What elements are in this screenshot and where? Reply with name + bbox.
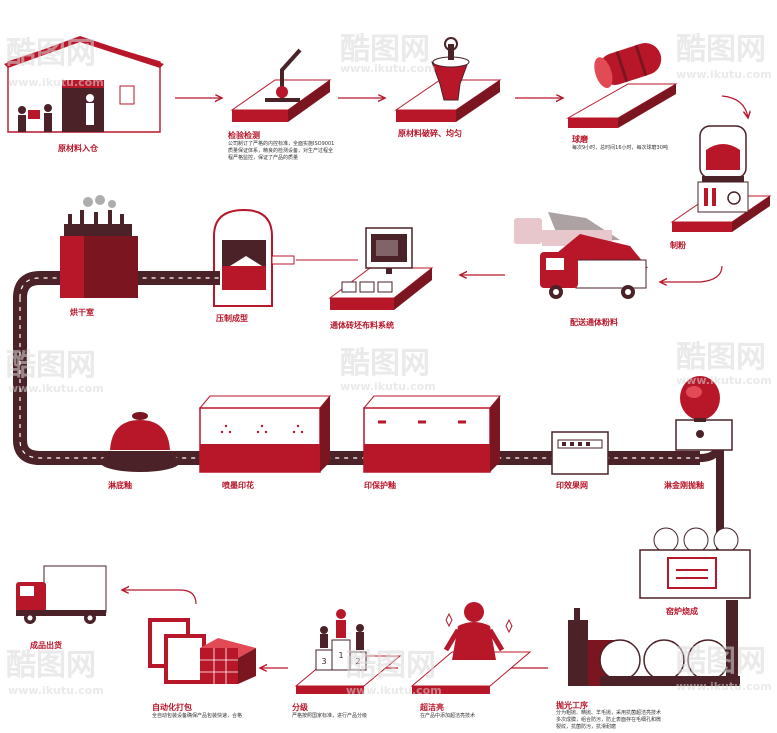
step-label-protect-glaze: 印保护釉	[364, 481, 396, 490]
warehouse-illustration	[4, 36, 164, 133]
desc-line: 每次9小时，总时间16小时，每次球磨30吨	[572, 145, 668, 151]
watermark-url: www.ikutu.com	[676, 374, 772, 387]
arrow	[660, 265, 723, 282]
step-label-kiln: 窑炉烧成	[666, 607, 698, 616]
step-label-inspect: 检验检测	[228, 131, 260, 140]
watermark-brand: 酷图网	[6, 648, 96, 683]
step-label-grade: 分级	[292, 703, 308, 712]
step-desc-superclean: 在产品中添加超洁亮技术	[420, 713, 475, 720]
watermark-brand: 酷图网	[6, 348, 96, 383]
polishing-factory-illustration	[568, 600, 740, 686]
kiln-illustration	[639, 527, 751, 599]
watermark-url: www.ikutu.com	[676, 680, 772, 693]
step-label-diamond-glaze: 淋金刚抛釉	[664, 481, 704, 490]
watermark-brand: 酷图网	[6, 36, 96, 71]
step-label-raw-in: 原材料入仓	[58, 144, 98, 153]
watermark-brand: 酷图网	[346, 648, 436, 683]
watermark-brand: 酷图网	[340, 32, 430, 67]
watermark-brand: 酷图网	[676, 644, 766, 679]
delivery-trucks-illustration	[514, 212, 648, 299]
podium-first-number: 1	[338, 651, 343, 660]
protect-glaze-illustration	[362, 395, 502, 473]
watermark-url: www.ikutu.com	[346, 684, 442, 697]
step-label-polish: 抛光工序	[556, 701, 588, 710]
step-label-deliver: 配送通体粉料	[570, 318, 618, 327]
step-label-dry: 烘干室	[70, 308, 94, 317]
watermark-url: www.ikutu.com	[676, 68, 772, 81]
press-machine-illustration	[213, 208, 295, 307]
base-glaze-illustration	[100, 412, 180, 472]
step-label-inkjet: 喷墨印花	[222, 481, 254, 490]
distribution-system-illustration	[328, 227, 434, 310]
desc-line: 程严格监控，保证了产品的质量	[228, 155, 299, 161]
grading-podium-illustration	[294, 609, 402, 694]
desc-line: 裂纹，抗菌防污，抗滑耐磨	[556, 724, 617, 730]
watermark-url: www.ikutu.com	[8, 684, 104, 697]
desc-line: 多次成膜，组合防污，防止表面存在毛细孔和微	[556, 717, 662, 723]
drying-room-illustration	[60, 195, 138, 298]
superclean-figure-illustration	[410, 602, 532, 694]
podium-third-number: 3	[321, 657, 326, 666]
step-desc-polish: 分为粗抛、精抛、羊毛抛，采用抗菌超洁亮技术 多次成膜，组合防污，防止表面存在毛细…	[556, 710, 661, 731]
step-label-superclean: 超洁亮	[420, 703, 444, 712]
step-label-pack: 自动化打包	[152, 703, 192, 712]
shipping-truck-illustration	[16, 565, 107, 624]
effect-screen-illustration	[551, 431, 609, 475]
watermark-brand: 酷图网	[676, 32, 766, 67]
step-label-powder: 制粉	[670, 241, 686, 250]
step-label-press: 压制成型	[216, 314, 248, 323]
step-label-base-glaze: 淋底釉	[108, 481, 132, 490]
watermark-url: www.ikutu.com	[340, 380, 436, 393]
crusher-illustration	[394, 37, 502, 122]
podium-second-number: 2	[355, 657, 360, 666]
arrow	[721, 95, 748, 118]
desc-line: 严格按照国家标准，进行产品分级	[292, 713, 368, 719]
packaging-illustration	[148, 618, 256, 684]
step-desc-pack: 全自动包装设备确保产品包装快速，合格	[152, 713, 242, 720]
step-label-effect-screen: 印效果网	[556, 481, 588, 490]
desc-line: 全自动包装设备确保产品包装快速，合格	[152, 713, 243, 719]
step-label-ship: 成品出货	[30, 641, 62, 650]
diamond-glaze-illustration	[675, 376, 733, 451]
step-desc-grade: 严格按照国家标准，进行产品分级	[292, 713, 367, 720]
step-label-crush: 原材料破碎、均匀	[398, 129, 462, 138]
inkjet-printer-illustration	[198, 395, 332, 473]
watermark-url: www.ikutu.com	[8, 76, 104, 89]
desc-line: 分为粗抛、精抛、羊毛抛，采用抗菌超洁亮技术	[556, 710, 662, 716]
desc-line: 公司制订了严格的内控标准，全面实施ISO9001	[228, 141, 335, 147]
arrow	[122, 590, 197, 605]
step-desc-inspect: 公司制订了严格的内控标准，全面实施ISO9001 质量保证体系，精良的检测设备，…	[228, 141, 334, 162]
step-desc-ballmill: 每次9小时，总时间16小时，每次球磨30吨	[572, 145, 668, 152]
watermark-url: www.ikutu.com	[340, 62, 436, 75]
watermark-url: www.ikutu.com	[8, 382, 104, 395]
ballmill-illustration	[566, 43, 678, 128]
desc-line: 质量保证体系，精良的检测设备，对生产过程全	[228, 148, 334, 154]
watermark-brand: 酷图网	[340, 346, 430, 381]
powder-machine-illustration	[670, 125, 772, 232]
watermark-brand: 酷图网	[676, 340, 766, 375]
step-label-ballmill: 球磨	[572, 135, 588, 144]
microscope-illustration	[230, 48, 332, 122]
step-label-distribute: 通体砖坯布料系统	[330, 321, 394, 330]
desc-line: 在产品中添加超洁亮技术	[420, 713, 476, 719]
